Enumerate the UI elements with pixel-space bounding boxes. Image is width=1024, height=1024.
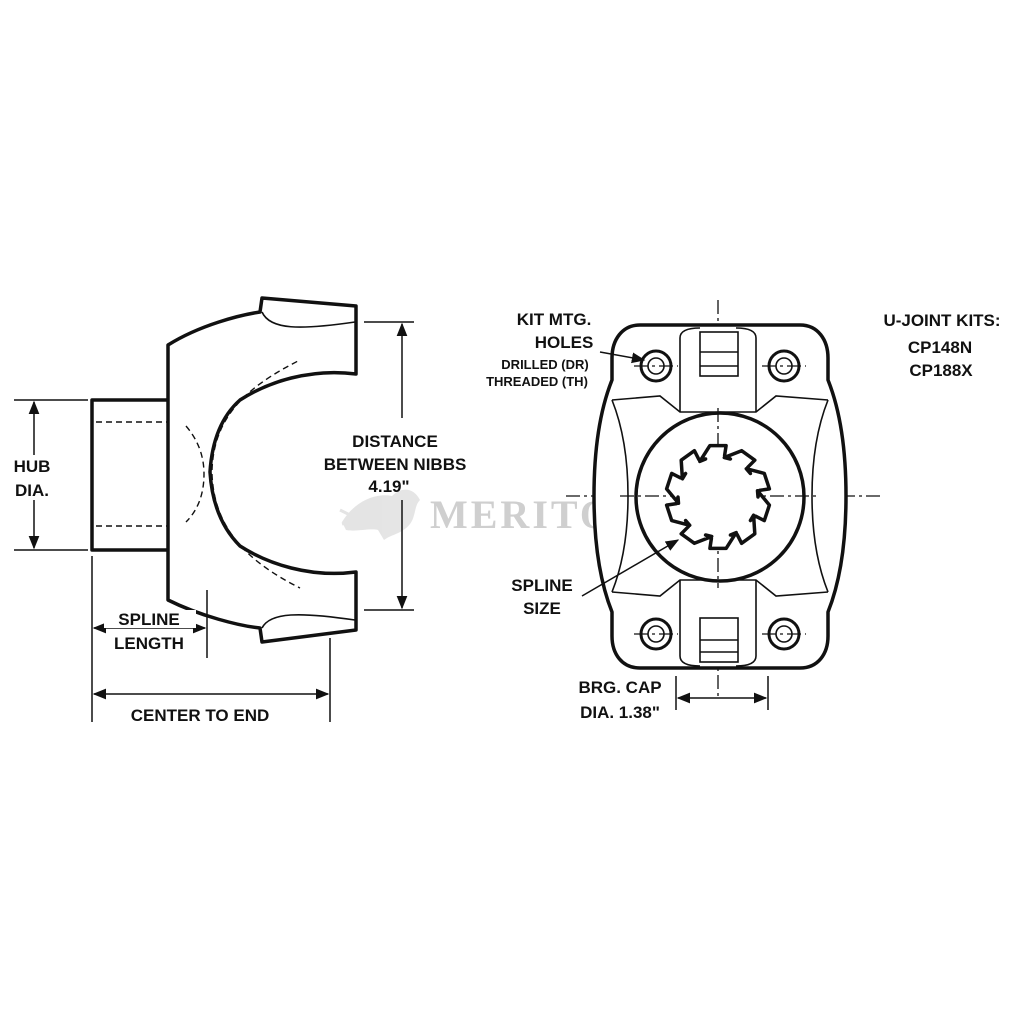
yoke-end-view: BRG. CAP DIA. 1.38" KIT MTG. HOLES DRILL… [486, 300, 880, 722]
spline-size-leader [581, 539, 680, 597]
yoke-upper-ear-contour [261, 311, 356, 328]
spline-size-label-line2: SIZE [523, 599, 561, 618]
spline-length-label-bg [104, 610, 196, 628]
yoke-lower-hidden-contour [211, 473, 301, 589]
distance-label-line2: BETWEEN NIBBS [324, 455, 467, 474]
spline-length-label-line2: LENGTH [114, 634, 184, 653]
kit-holes-threaded: THREADED (TH) [486, 374, 588, 389]
mounting-hole-top-left [634, 349, 678, 383]
distance-label-line1: DISTANCE [352, 432, 438, 451]
bull-logo-icon [339, 489, 420, 540]
lower-boss-right [735, 580, 757, 667]
spline-bore [664, 443, 772, 551]
yoke-body-outline [166, 296, 358, 644]
ujoint-kit-2: CP188X [909, 361, 973, 380]
hub-dia-label-line1: HUB [14, 457, 51, 476]
right-waist-contour [811, 399, 829, 593]
upper-bearing-cap [699, 331, 739, 377]
yoke-bore-arc-hidden [185, 425, 205, 523]
ujoint-kits-block: U-JOINT KITS: CP148N CP188X [883, 311, 1000, 380]
mounting-hole-bottom-right [762, 617, 806, 651]
upper-boss-left [679, 327, 701, 412]
hub-dia-label-line2: DIA. [15, 481, 49, 500]
mounting-hole-top-right [762, 349, 806, 383]
upper-boss-right [735, 327, 757, 412]
brg-cap-label-line1: BRG. CAP [578, 678, 661, 697]
kit-holes-drilled: DRILLED (DR) [501, 357, 588, 372]
kit-holes-label-line1: KIT MTG. [517, 310, 592, 329]
mounting-hole-bottom-left [634, 617, 678, 651]
yoke-lower-ear-contour [261, 614, 356, 629]
ujoint-kits-title: U-JOINT KITS: [883, 311, 1000, 330]
center-to-end-label: CENTER TO END [131, 706, 270, 725]
kit-holes-label-line2: HOLES [535, 333, 594, 352]
spline-size-label-line1: SPLINE [511, 576, 572, 595]
distance-value: 4.19" [368, 477, 409, 496]
yoke-side-view: HUB DIA. DISTANCE BETWEEN NIBBS 4.19" SP… [14, 296, 467, 725]
spline-length-label-line1: SPLINE [118, 610, 179, 629]
lower-boss-left [679, 580, 701, 667]
brg-cap-label-line2: DIA. 1.38" [580, 703, 660, 722]
ujoint-kit-1: CP148N [908, 338, 972, 357]
kit-holes-leader [599, 351, 646, 364]
